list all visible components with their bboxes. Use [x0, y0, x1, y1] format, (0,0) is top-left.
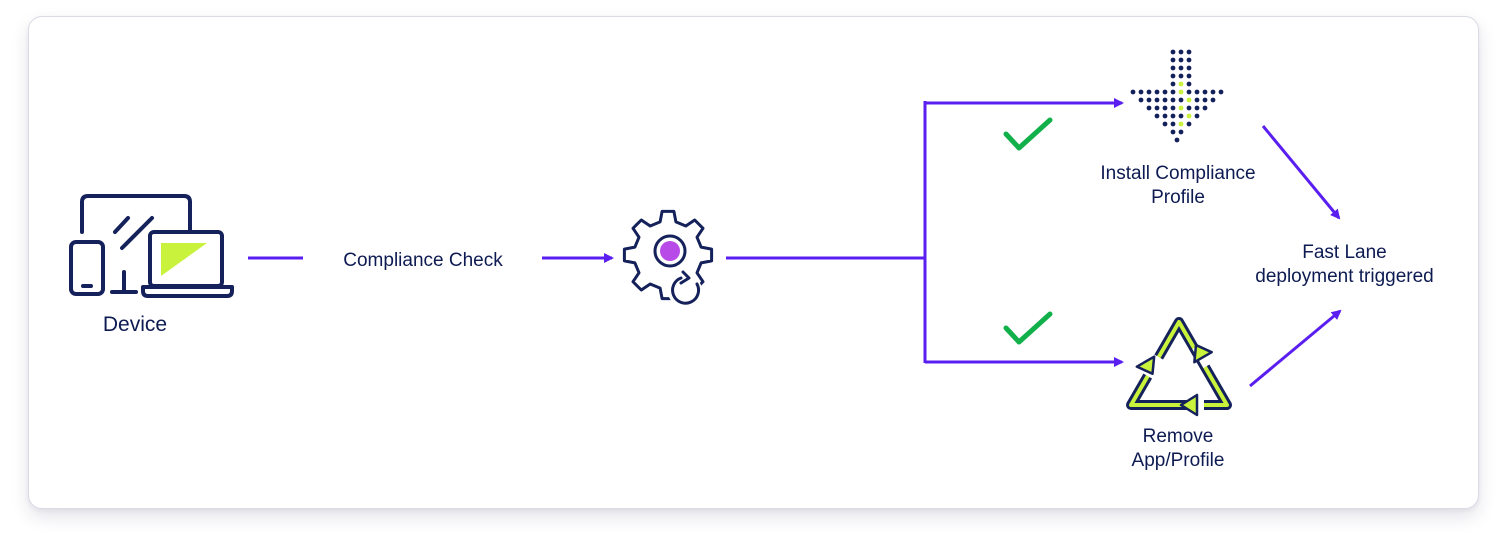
- arrow-dot: [1186, 65, 1192, 71]
- arrow-dot: [1154, 113, 1160, 119]
- install-label-line1: Install Compliance: [1100, 163, 1256, 184]
- arrow-dot: [1170, 121, 1176, 127]
- arrow-dot: [1186, 73, 1192, 79]
- arrow-dot: [1210, 97, 1216, 103]
- arrow-dot: [1186, 113, 1192, 119]
- device-label: Device: [102, 313, 168, 336]
- arrow-dot: [1202, 97, 1208, 103]
- remove-label: Remove App/Profile: [1098, 425, 1258, 473]
- devices-icon: [69, 194, 234, 298]
- arrow-dot: [1178, 129, 1184, 135]
- arrow-dot: [1194, 97, 1200, 103]
- arrow-dot: [1178, 113, 1184, 119]
- arrow-dot: [1146, 105, 1152, 111]
- arrow-dot: [1178, 57, 1184, 63]
- arrow-dot: [1178, 81, 1184, 87]
- arrow-remove-to-fastlane: [1249, 309, 1342, 388]
- arrow-dot: [1178, 89, 1184, 95]
- arrow-dot: [1186, 49, 1192, 55]
- check-icon: [1003, 117, 1053, 151]
- arrow-dot: [1170, 89, 1176, 95]
- fast-lane-line2: deployment triggered: [1255, 266, 1434, 287]
- remove-label-line1: Remove: [1142, 426, 1214, 447]
- arrow-dot: [1194, 105, 1200, 111]
- fast-lane-label: Fast Lane deployment triggered: [1232, 241, 1457, 289]
- arrow-dot: [1202, 89, 1208, 95]
- arrow-dot: [1162, 97, 1168, 103]
- arrow-dot: [1130, 89, 1136, 95]
- recycle-icon: [1126, 317, 1232, 417]
- gear-refresh-icon: [622, 209, 714, 308]
- download-arrow-icon: [1130, 49, 1224, 143]
- arrow-dot: [1178, 65, 1184, 71]
- arrow-dot: [1186, 89, 1192, 95]
- arrow-dot: [1178, 73, 1184, 79]
- arrow-dot: [1170, 65, 1176, 71]
- arrow-dot: [1146, 89, 1152, 95]
- arrow-dot: [1194, 113, 1200, 119]
- arrow-dot: [1170, 113, 1176, 119]
- arrow-dot: [1138, 89, 1144, 95]
- arrow-dot: [1174, 137, 1180, 143]
- arrow-dot: [1170, 49, 1176, 55]
- arrow-dot: [1170, 105, 1176, 111]
- arrow-dot: [1202, 105, 1208, 111]
- arrow-dot: [1138, 97, 1144, 103]
- diagram-card: [28, 16, 1479, 509]
- arrow-dot: [1170, 73, 1176, 79]
- arrow-dot: [1154, 89, 1160, 95]
- arrow-dot: [1170, 129, 1176, 135]
- arrow-dot: [1210, 89, 1216, 95]
- arrow-dot: [1162, 105, 1168, 111]
- arrow-dot: [1178, 97, 1184, 103]
- fast-lane-line1: Fast Lane: [1302, 242, 1387, 263]
- arrow-install-to-fastlane: [1261, 125, 1341, 220]
- arrow-dot: [1170, 97, 1176, 103]
- arrow-dot: [1178, 121, 1184, 127]
- check-icon: [1003, 311, 1053, 345]
- arrow-dot: [1186, 81, 1192, 87]
- arrow-dot: [1170, 57, 1176, 63]
- install-label-line2: Profile: [1151, 187, 1205, 208]
- arrow-dot: [1162, 121, 1168, 127]
- arrow-dot: [1146, 97, 1152, 103]
- install-label: Install Compliance Profile: [1078, 162, 1278, 210]
- arrow-dot: [1186, 97, 1192, 103]
- remove-label-line2: App/Profile: [1131, 450, 1225, 471]
- arrow-dot: [1154, 97, 1160, 103]
- arrow-dot: [1162, 89, 1168, 95]
- arrow-dot: [1194, 89, 1200, 95]
- arrow-dot: [1178, 49, 1184, 55]
- arrow-dot: [1170, 81, 1176, 87]
- arrow-dot: [1178, 105, 1184, 111]
- compliance-check-label: Compliance Check: [343, 250, 503, 271]
- arrow-dot: [1154, 105, 1160, 111]
- arrow-dot: [1186, 121, 1192, 127]
- arrow-dot: [1162, 113, 1168, 119]
- arrow-dot: [1186, 105, 1192, 111]
- arrow-dot: [1218, 89, 1224, 95]
- arrow-dot: [1186, 57, 1192, 63]
